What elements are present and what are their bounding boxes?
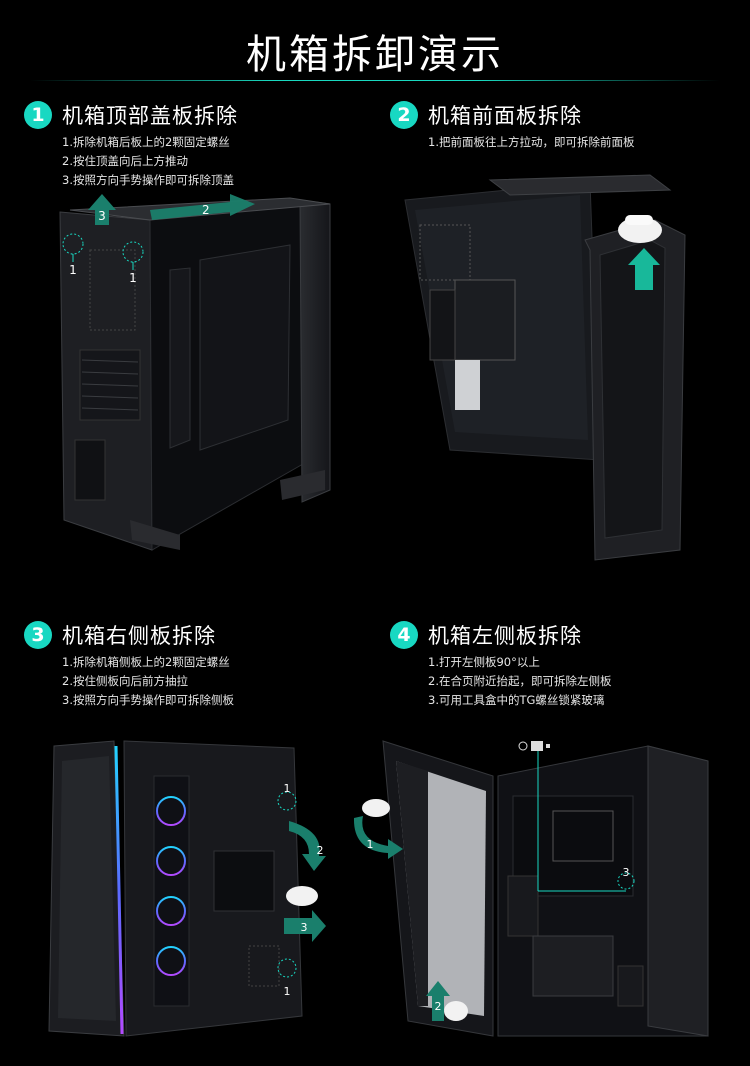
step-instruction: 1.把前面板往上方拉动，即可拆除前面板 (428, 135, 635, 149)
screw-marker-icon (62, 233, 84, 255)
step-number-badge: 1 (24, 101, 52, 129)
step-instruction: 2.在合页附近抬起，即可拆除左侧板 (428, 674, 612, 688)
step-instruction: 3.按照方向手势操作即可拆除顶盖 (62, 173, 234, 187)
step-marker-label: 2 (317, 844, 324, 857)
section-top-cover: 1 机箱顶部盖板拆除 1.拆除机箱后板上的2颗固定螺丝 2.按住顶盖向后上方推动… (24, 100, 238, 190)
step-title: 机箱左侧板拆除 (428, 624, 582, 648)
hand-gesture-icon (618, 215, 662, 243)
step-instruction: 2.按住顶盖向后上方推动 (62, 154, 188, 168)
step-instruction: 2.按住侧板向后前方抽拉 (62, 674, 188, 688)
screw-number-label: 1 (69, 263, 77, 277)
step-instruction: 1.打开左侧板90°以上 (428, 655, 540, 669)
step-instruction: 1.拆除机箱侧板上的2颗固定螺丝 (62, 655, 230, 669)
screw-marker-icon (122, 241, 144, 263)
step-marker-label: 3 (98, 209, 106, 223)
case-right-panel-illustration: 1 1 2 3 (44, 736, 344, 1046)
step-number-badge: 3 (24, 621, 52, 649)
step-marker-label: 3 (301, 921, 308, 934)
case-front-panel-illustration (400, 170, 700, 570)
screw-marker-icon (277, 791, 297, 811)
step-number-badge: 2 (390, 101, 418, 129)
screw-number-label: 1 (284, 782, 291, 795)
step-instruction: 1.拆除机箱后板上的2颗固定螺丝 (62, 135, 230, 149)
title-divider (30, 80, 720, 81)
hand-gesture-icon (362, 799, 390, 817)
case-top-cover-illustration: 2 3 1 1 (40, 190, 340, 560)
step-instruction: 3.可用工具盒中的TG螺丝锁紧玻璃 (428, 693, 605, 707)
step-marker-label: 2 (202, 203, 210, 217)
step-instruction: 3.按照方向手势操作即可拆除侧板 (62, 693, 234, 707)
step-title: 机箱右侧板拆除 (62, 624, 216, 648)
step-title: 机箱顶部盖板拆除 (62, 104, 238, 128)
section-left-panel: 4 机箱左侧板拆除 1.打开左侧板90°以上 2.在合页附近抬起，即可拆除左侧板… (390, 620, 611, 710)
section-right-panel: 3 机箱右侧板拆除 1.拆除机箱侧板上的2颗固定螺丝 2.按住侧板向后前方抽拉 … (24, 620, 234, 710)
step-marker-label: 2 (435, 1000, 442, 1013)
step-title: 机箱前面板拆除 (428, 104, 582, 128)
case-left-panel-illustration: 3 1 2 (348, 736, 728, 1046)
screw-marker-icon (617, 872, 635, 890)
section-front-panel: 2 机箱前面板拆除 1.把前面板往上方拉动，即可拆除前面板 (390, 100, 634, 152)
step-marker-label: 1 (367, 838, 374, 851)
tg-screw-icon (518, 741, 550, 751)
screw-number-label: 1 (284, 985, 291, 998)
hand-gesture-icon (444, 1001, 468, 1021)
step-number-badge: 4 (390, 621, 418, 649)
screw-marker-icon (277, 958, 297, 978)
step-marker-label: 3 (623, 866, 630, 879)
hand-gesture-icon (286, 886, 318, 906)
screw-number-label: 1 (129, 271, 137, 285)
page-title: 机箱拆卸演示 (246, 32, 504, 78)
